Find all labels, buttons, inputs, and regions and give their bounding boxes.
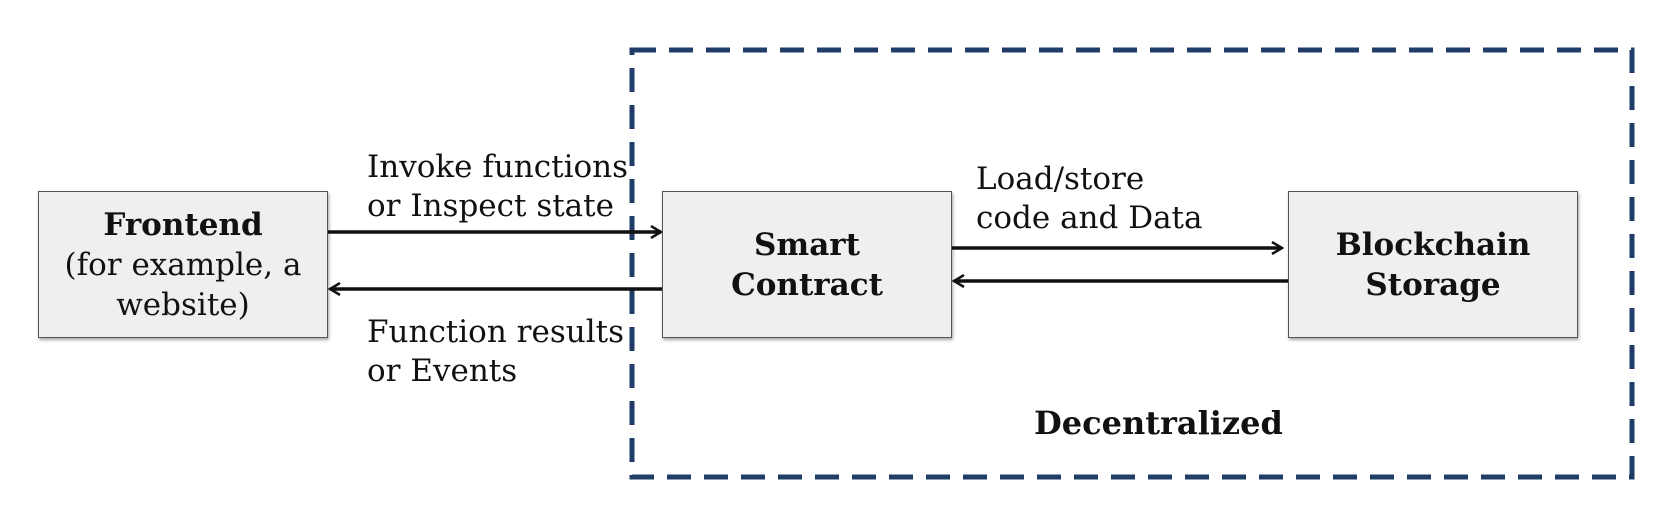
blockchain-storage-line2: Storage [1365,266,1501,303]
results-label-line1: Function results [367,314,624,350]
smart-contract-line1: Smart [754,226,860,263]
results-label-line2: or Events [367,353,518,389]
invoke-label-line2: or Inspect state [367,188,614,224]
invoke-label-line1: Invoke functions [367,149,629,185]
frontend-box: Frontend (for example, a website) [38,191,328,338]
load-store-label-line1: Load/store [976,161,1145,197]
frontend-subtitle-line2: website) [116,286,250,323]
results-label: Function results or Events [367,313,624,391]
decentralized-region-border [629,47,1635,480]
invoke-label: Invoke functions or Inspect state [367,148,628,226]
frontend-subtitle-line1: (for example, a [64,246,302,283]
smart-contract-line2: Contract [731,266,883,303]
blockchain-storage-line1: Blockchain [1335,226,1531,263]
decentralized-label: Decentralized [1034,404,1283,442]
load-store-label-line2: code and Data [976,200,1203,236]
load-store-label: Load/store code and Data [976,160,1203,238]
smart-contract-box: Smart Contract [662,191,952,338]
frontend-title: Frontend [103,206,263,243]
blockchain-storage-box: Blockchain Storage [1288,191,1578,338]
